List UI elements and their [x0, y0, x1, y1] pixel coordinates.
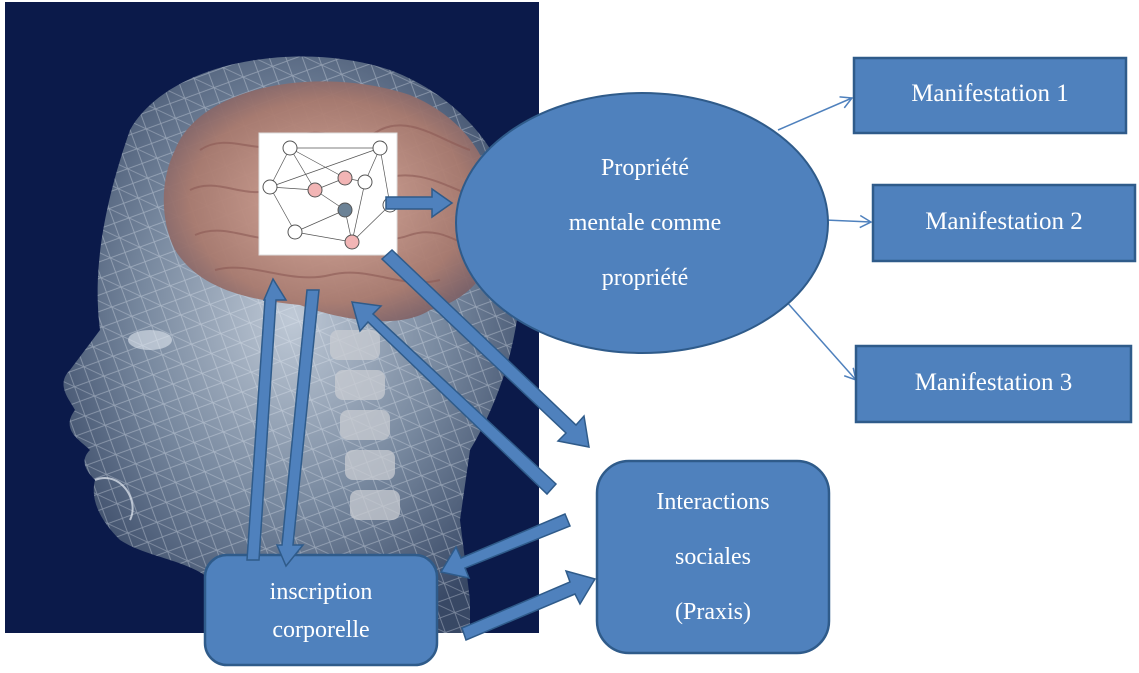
interactions-line-3: (Praxis) [597, 600, 829, 624]
inscription-line-2: corporelle [205, 618, 437, 642]
interactions-line-1: Interactions [597, 490, 829, 514]
arrow-to-manifestation-1 [778, 98, 852, 130]
network-graph-inset [259, 133, 397, 255]
arrow-to-manifestation-3 [785, 300, 856, 380]
manifestation-1-label: Manifestation 1 [854, 58, 1126, 128]
interactions-line-2: sociales [597, 545, 829, 569]
inscription-box [205, 555, 437, 665]
property-line-3: propriété [455, 265, 835, 292]
property-line-2: mentale comme [455, 210, 835, 237]
inscription-line-1: inscription [205, 580, 437, 604]
manifestation-2-label: Manifestation 2 [873, 185, 1135, 257]
manifestation-3-label: Manifestation 3 [856, 346, 1131, 418]
property-line-1: Propriété [455, 155, 835, 182]
